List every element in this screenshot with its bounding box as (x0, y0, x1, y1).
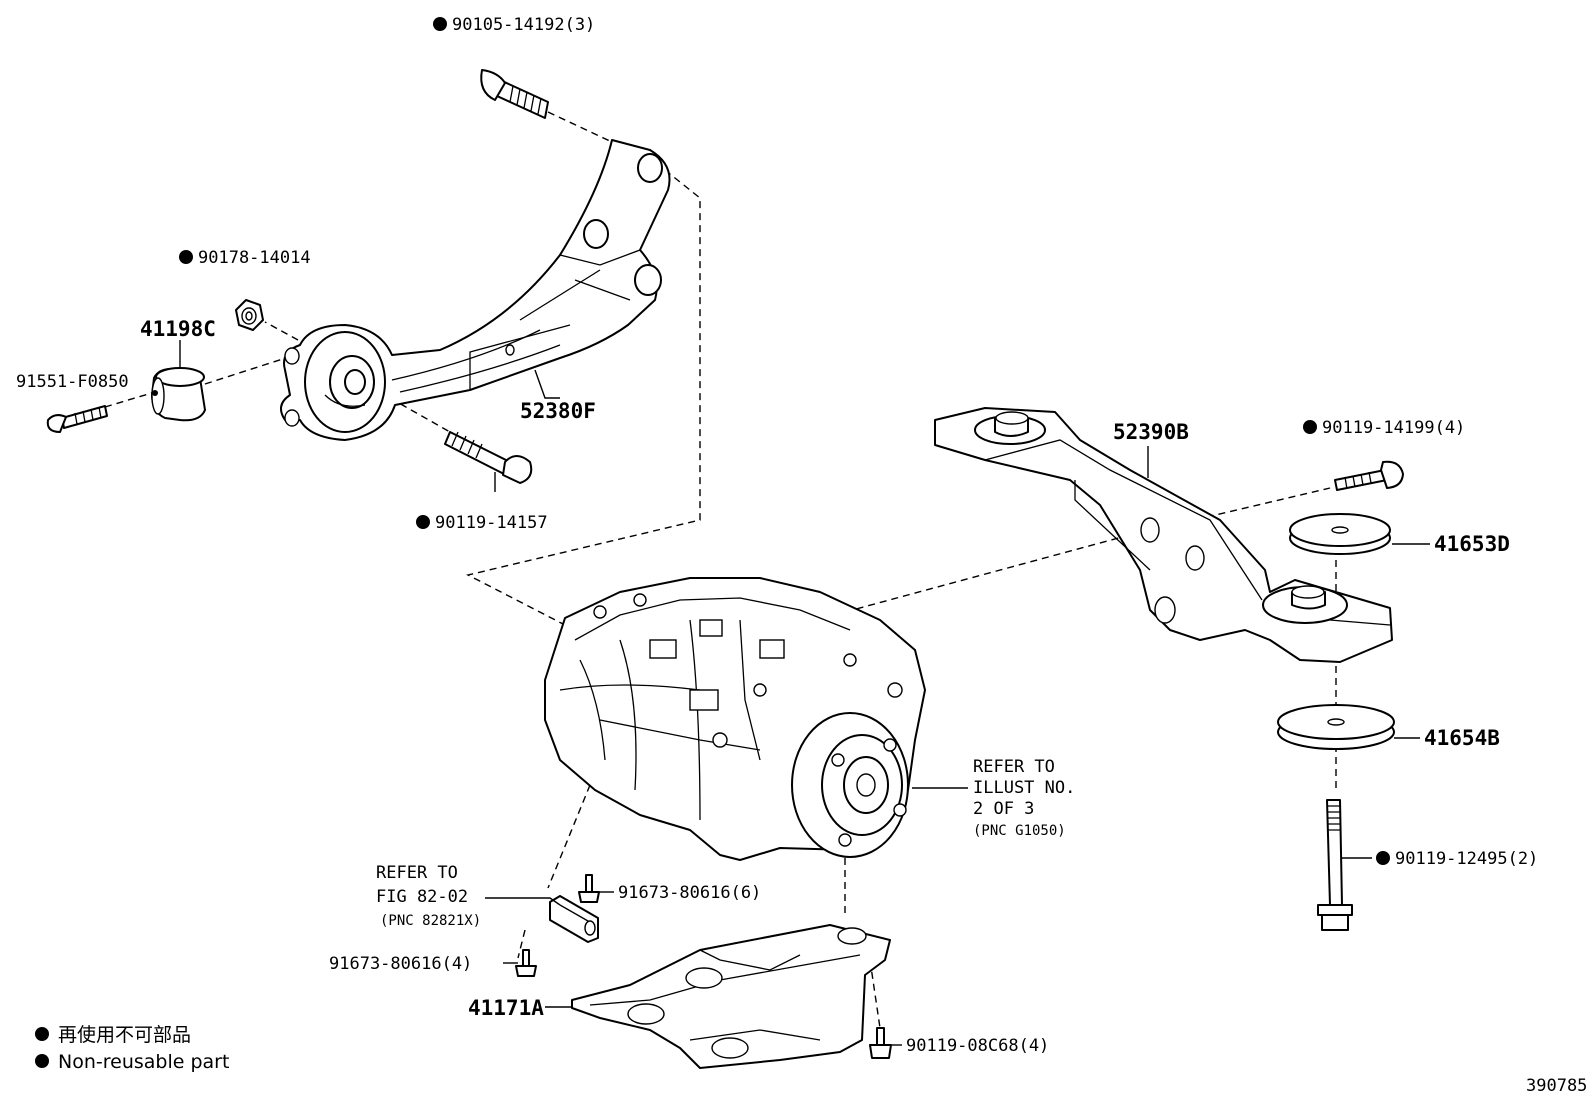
bolt-90119-14157-drawing (444, 431, 533, 484)
label-41198c[interactable]: 41198C (140, 317, 216, 341)
label-90178-14014[interactable]: 90178-14014 (198, 248, 311, 268)
stopper-41198c-drawing (151, 367, 206, 422)
illustration-number: 390785 (1526, 1076, 1587, 1096)
label-52380f[interactable]: 52380F (520, 399, 596, 423)
refer-fig-pnc: (PNC 82821X) (380, 913, 481, 929)
alignment-lines (104, 111, 1337, 1029)
refer-illust-line1: REFER TO (973, 757, 1055, 777)
non-reusable-dot (1303, 420, 1317, 434)
label-90105-14192[interactable]: 90105-14192(3) (452, 15, 595, 35)
refer-fig-line2: FIG 82-02 (376, 887, 468, 907)
refer-fig-line1: REFER TO (376, 863, 458, 883)
non-reusable-dot (416, 515, 430, 529)
label-90119-14199[interactable]: 90119-14199(4) (1322, 418, 1465, 438)
label-91551-f0850[interactable]: 91551-F0850 (16, 372, 129, 392)
cover-41171a-drawing (571, 924, 891, 1069)
refer-illust-line3: 2 OF 3 (973, 799, 1034, 819)
bolt-90105-14192-drawing (480, 69, 549, 119)
transaxle-drawing (544, 577, 926, 861)
non-reusable-markers (35, 17, 1390, 1068)
reference-illust-note: REFER TO ILLUST NO. 2 OF 3 (PNC G1050) (973, 757, 1075, 839)
non-reusable-dot (179, 250, 193, 264)
legend: 再使用不可部品 Non-reusable part (58, 1024, 229, 1073)
legend-japanese: 再使用不可部品 (58, 1024, 191, 1046)
bolt-90119-14199-drawing (1334, 460, 1404, 491)
non-reusable-dot (1376, 851, 1390, 865)
bracket-52380f-drawing (280, 139, 671, 441)
reference-fig-note: REFER TO FIG 82-02 (PNC 82821X) (376, 863, 481, 929)
leader-lines (179, 340, 1430, 1046)
bolt-91673-80616-6-drawing (578, 874, 600, 903)
legend-dot (35, 1027, 49, 1041)
member-52390b-drawing (934, 407, 1393, 663)
sensor-bracket-drawing (549, 895, 599, 943)
label-90119-12495[interactable]: 90119-12495(2) (1395, 849, 1538, 869)
label-52390b[interactable]: 52390B (1113, 420, 1189, 444)
bolt-91673-80616-4-drawing (515, 949, 537, 977)
bolt-90119-08c68-drawing (869, 1027, 892, 1059)
bolt-91551-f0850-drawing (46, 405, 108, 433)
cushion-41653d-drawing (1289, 513, 1391, 555)
legend-dot (35, 1054, 49, 1068)
label-91673-80616-4[interactable]: 91673-80616(4) (329, 954, 472, 974)
label-91673-80616-6[interactable]: 91673-80616(6) (618, 883, 761, 903)
part-labels: 90105-14192(3) 90178-14014 41198C 91551-… (16, 15, 1538, 1056)
label-41653d[interactable]: 41653D (1434, 532, 1510, 556)
bolt-90119-12495-drawing (1317, 799, 1353, 931)
non-reusable-dot (433, 17, 447, 31)
nut-90178-14014-drawing (235, 299, 264, 331)
refer-illust-pnc: (PNC G1050) (973, 823, 1066, 839)
legend-english: Non-reusable part (58, 1051, 229, 1073)
cushion-41654b-drawing (1277, 704, 1395, 750)
label-41171a[interactable]: 41171A (468, 996, 544, 1020)
label-90119-14157[interactable]: 90119-14157 (435, 513, 548, 533)
refer-illust-line2: ILLUST NO. (973, 778, 1075, 798)
label-90119-08c68[interactable]: 90119-08C68(4) (906, 1036, 1049, 1056)
label-41654b[interactable]: 41654B (1424, 726, 1500, 750)
